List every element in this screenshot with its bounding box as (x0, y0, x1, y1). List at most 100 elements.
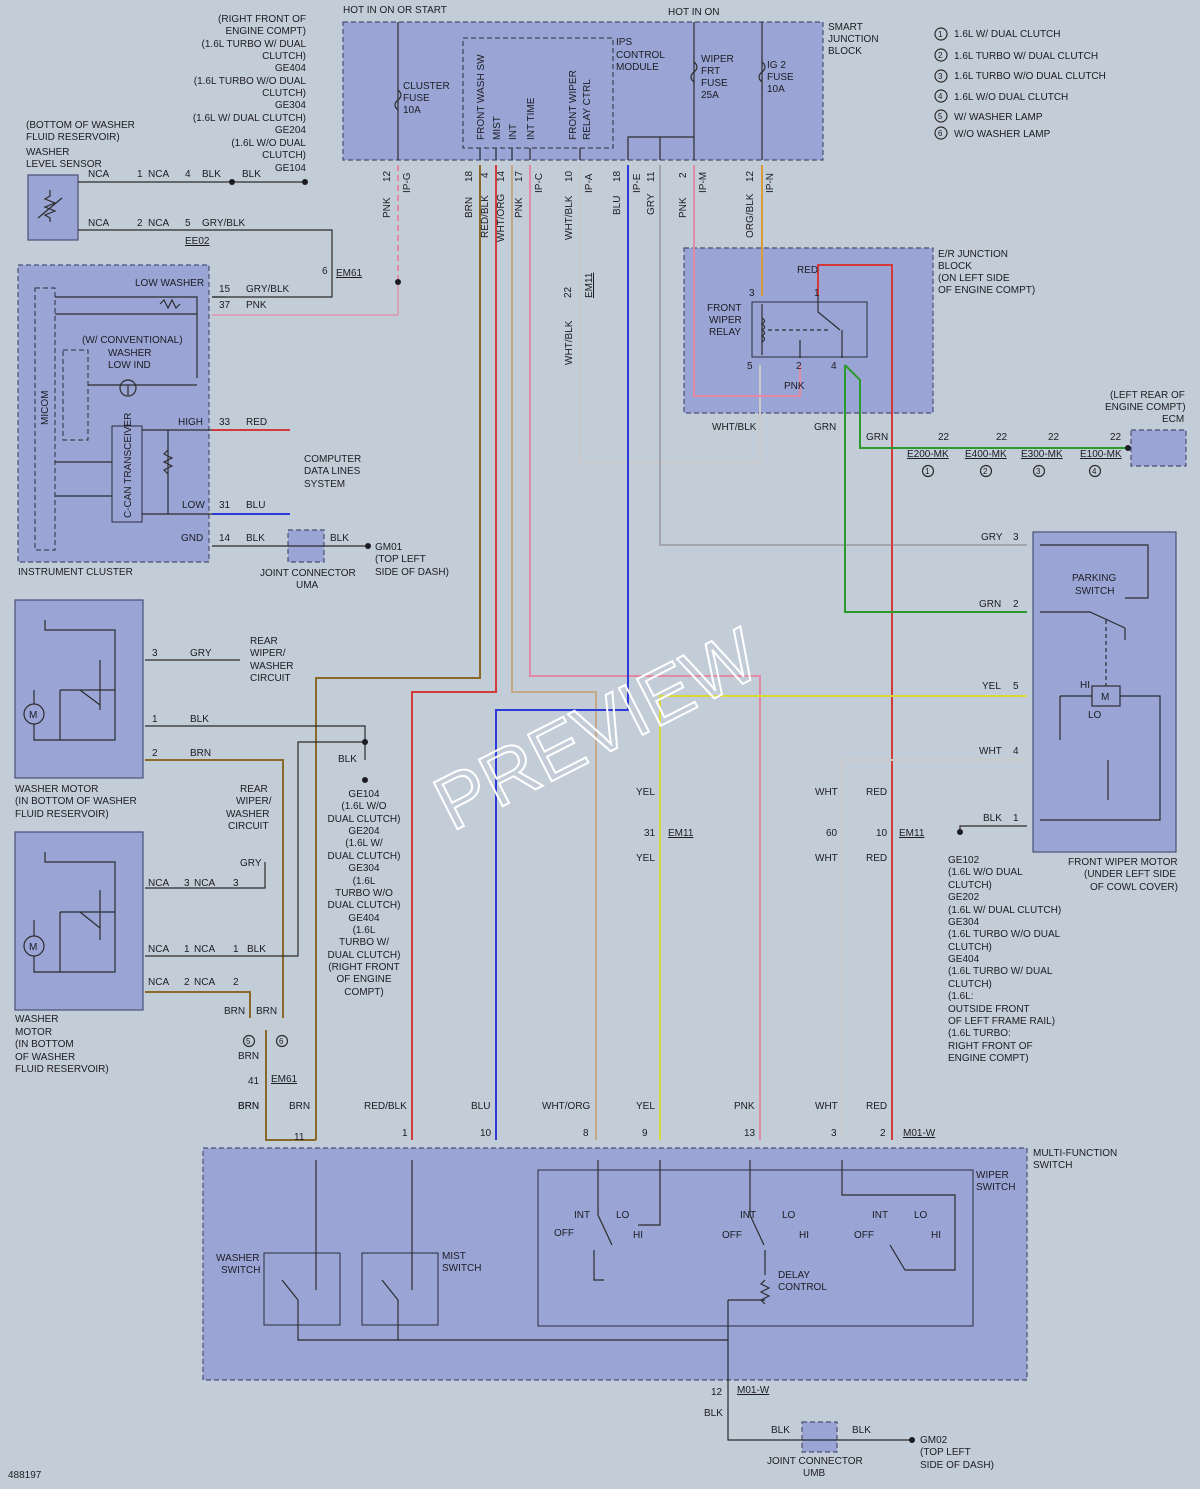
cg-6: GE304 (348, 863, 380, 874)
mfs-int-1: INT (574, 1210, 590, 1221)
ws-label-2: WASHER (26, 147, 70, 158)
sp-color-8: PNK (678, 197, 689, 218)
wiper-fuse-2: FRT (701, 66, 720, 77)
ecm-num-1: 2 (983, 467, 988, 476)
wm-pin-0: 3 (1013, 532, 1019, 543)
er-pin-1: 1 (814, 288, 820, 299)
wm1-rear-3: CIRCUIT (250, 673, 291, 684)
mfs-title-1: SWITCH (1033, 1160, 1072, 1171)
internal-schematics (23, 61, 1161, 1380)
smart-junction-title-1: SMART (828, 22, 863, 33)
wmg-12: OUTSIDE FRONT (948, 1004, 1030, 1015)
tgn-6: CLUTCH) (262, 88, 306, 99)
wm2-label-0: WASHER (15, 1014, 59, 1025)
cg-14: (RIGHT FRONT (328, 962, 399, 973)
ecm (1130, 429, 1187, 467)
wm2-variant-5: 5 (246, 1037, 251, 1046)
cg-1: (1.6L W/O (341, 801, 386, 812)
ic-pin-14: 14 (219, 533, 231, 544)
washer-motor-1 (14, 599, 144, 779)
ic-pin-15: 15 (219, 284, 231, 295)
ips-module-1: IPS (616, 37, 632, 48)
mfs-gm02-1: (TOP LEFT (920, 1447, 971, 1458)
em11-yel-top: YEL (636, 787, 655, 798)
wmg-16: ENGINE COMPT) (948, 1053, 1029, 1064)
ecm-num-2: 3 (1036, 467, 1041, 476)
sp-num-7: 11 (646, 171, 657, 182)
sp-num-3: 14 (496, 170, 507, 182)
wm2-n1a: 1 (184, 944, 190, 955)
ecm-conn-1: E400-MK (965, 449, 1007, 460)
mfs-gm02-0: GM02 (920, 1435, 948, 1446)
wm2-rear-1: WIPER/ (236, 796, 272, 807)
em61-low-pin: 41 (248, 1076, 260, 1087)
ic-blk-1: BLK (246, 533, 265, 544)
ws-label-0: (BOTTOM OF WASHER (26, 120, 135, 131)
mfs-pin-11: 11 (294, 1132, 305, 1143)
sp-num-2: 4 (480, 172, 491, 178)
sp-num-8: 2 (678, 172, 689, 178)
tgn-1: ENGINE COMPT) (225, 26, 306, 37)
mfs-mist-switch-1: SWITCH (442, 1263, 481, 1274)
wmg-3: GE202 (948, 892, 980, 903)
ic-gryblk: GRY/BLK (246, 284, 289, 295)
wm-m: M (1101, 692, 1109, 703)
cg-10: GE404 (348, 913, 380, 924)
wm1-label-2: FLUID RESERVOIR) (15, 809, 109, 820)
er-pin-3: 3 (749, 288, 755, 299)
mfs-mist-switch-0: MIST (442, 1251, 466, 1262)
mfs-color-blu: BLU (471, 1101, 490, 1112)
wm-lo: LO (1088, 710, 1102, 721)
sp-color-9: ORG/BLK (745, 193, 756, 238)
mfs-off-3: OFF (854, 1230, 874, 1241)
ips-pin-front-wash: FRONT WASH SW (476, 54, 487, 140)
ic-low-washer: LOW WASHER (135, 278, 204, 289)
sp-num-0: 12 (382, 170, 393, 182)
ic-pin-31: 31 (219, 500, 231, 511)
ic-conv-1: WASHER (108, 348, 152, 359)
ws-pin-4: 4 (185, 169, 191, 180)
wiper-switch-box (537, 1169, 974, 1327)
ic-joint-1: UMA (296, 580, 319, 591)
wm-color-3: WHT (979, 746, 1002, 757)
ecm-label-1: ENGINE COMPT) (1105, 402, 1186, 413)
ws-connector: EE02 (185, 236, 210, 247)
mfs-int-2: INT (740, 1210, 756, 1221)
wm2-nca-1b: NCA (194, 944, 215, 955)
wm-pin-4: 1 (1013, 813, 1019, 824)
er-pin-4: 4 (831, 361, 837, 372)
front-wiper-motor (1032, 531, 1177, 853)
ecm-conn-3: E100-MK (1080, 449, 1122, 460)
tgn-5: (1.6L TURBO W/O DUAL (194, 76, 307, 87)
wm1-brn: BRN (190, 748, 211, 759)
em11-top-pin: 22 (563, 286, 574, 298)
ic-gnd: GND (181, 533, 203, 544)
mfs-pin-9: 9 (642, 1128, 648, 1139)
wm-title-1: (UNDER LEFT SIDE (1084, 869, 1176, 880)
legend-num-4: 4 (938, 92, 943, 101)
wm2-nca-2b: NCA (194, 977, 215, 988)
ic-gm01-1: (TOP LEFT (375, 554, 426, 565)
ic-gm01-2: SIDE OF DASH) (375, 567, 449, 578)
wmg-1: (1.6L W/O DUAL (948, 867, 1023, 878)
tgn-3: CLUTCH) (262, 51, 306, 62)
wm-pin-2: 5 (1013, 681, 1019, 692)
wm2-label-2: (IN BOTTOM (15, 1039, 74, 1050)
wm1-gry: GRY (190, 648, 212, 659)
ic-transceiver: C-CAN TRANSCEIVER (123, 413, 134, 518)
legend-item-6: W/O WASHER LAMP (954, 129, 1051, 140)
legend-num-2: 2 (938, 51, 943, 60)
tgn-0: (RIGHT FRONT OF (218, 14, 306, 25)
mfs-color-pnk: PNK (734, 1101, 755, 1112)
legend-item-2: 1.6L TURBO W/ DUAL CLUTCH (954, 51, 1098, 62)
cluster-fuse-3: 10A (403, 105, 421, 116)
smart-junction-title-2: JUNCTION (828, 34, 879, 45)
wmg-2: CLUTCH) (948, 880, 992, 891)
washer-level-sensor (27, 174, 79, 241)
wmg-8: GE404 (948, 954, 980, 965)
ws-pin-1: 1 (137, 169, 143, 180)
ws-nca-2: NCA (148, 169, 169, 180)
wmg-0: GE102 (948, 855, 980, 866)
cg-5: DUAL CLUTCH) (328, 851, 401, 862)
mfs-lo-2: LO (782, 1210, 796, 1221)
